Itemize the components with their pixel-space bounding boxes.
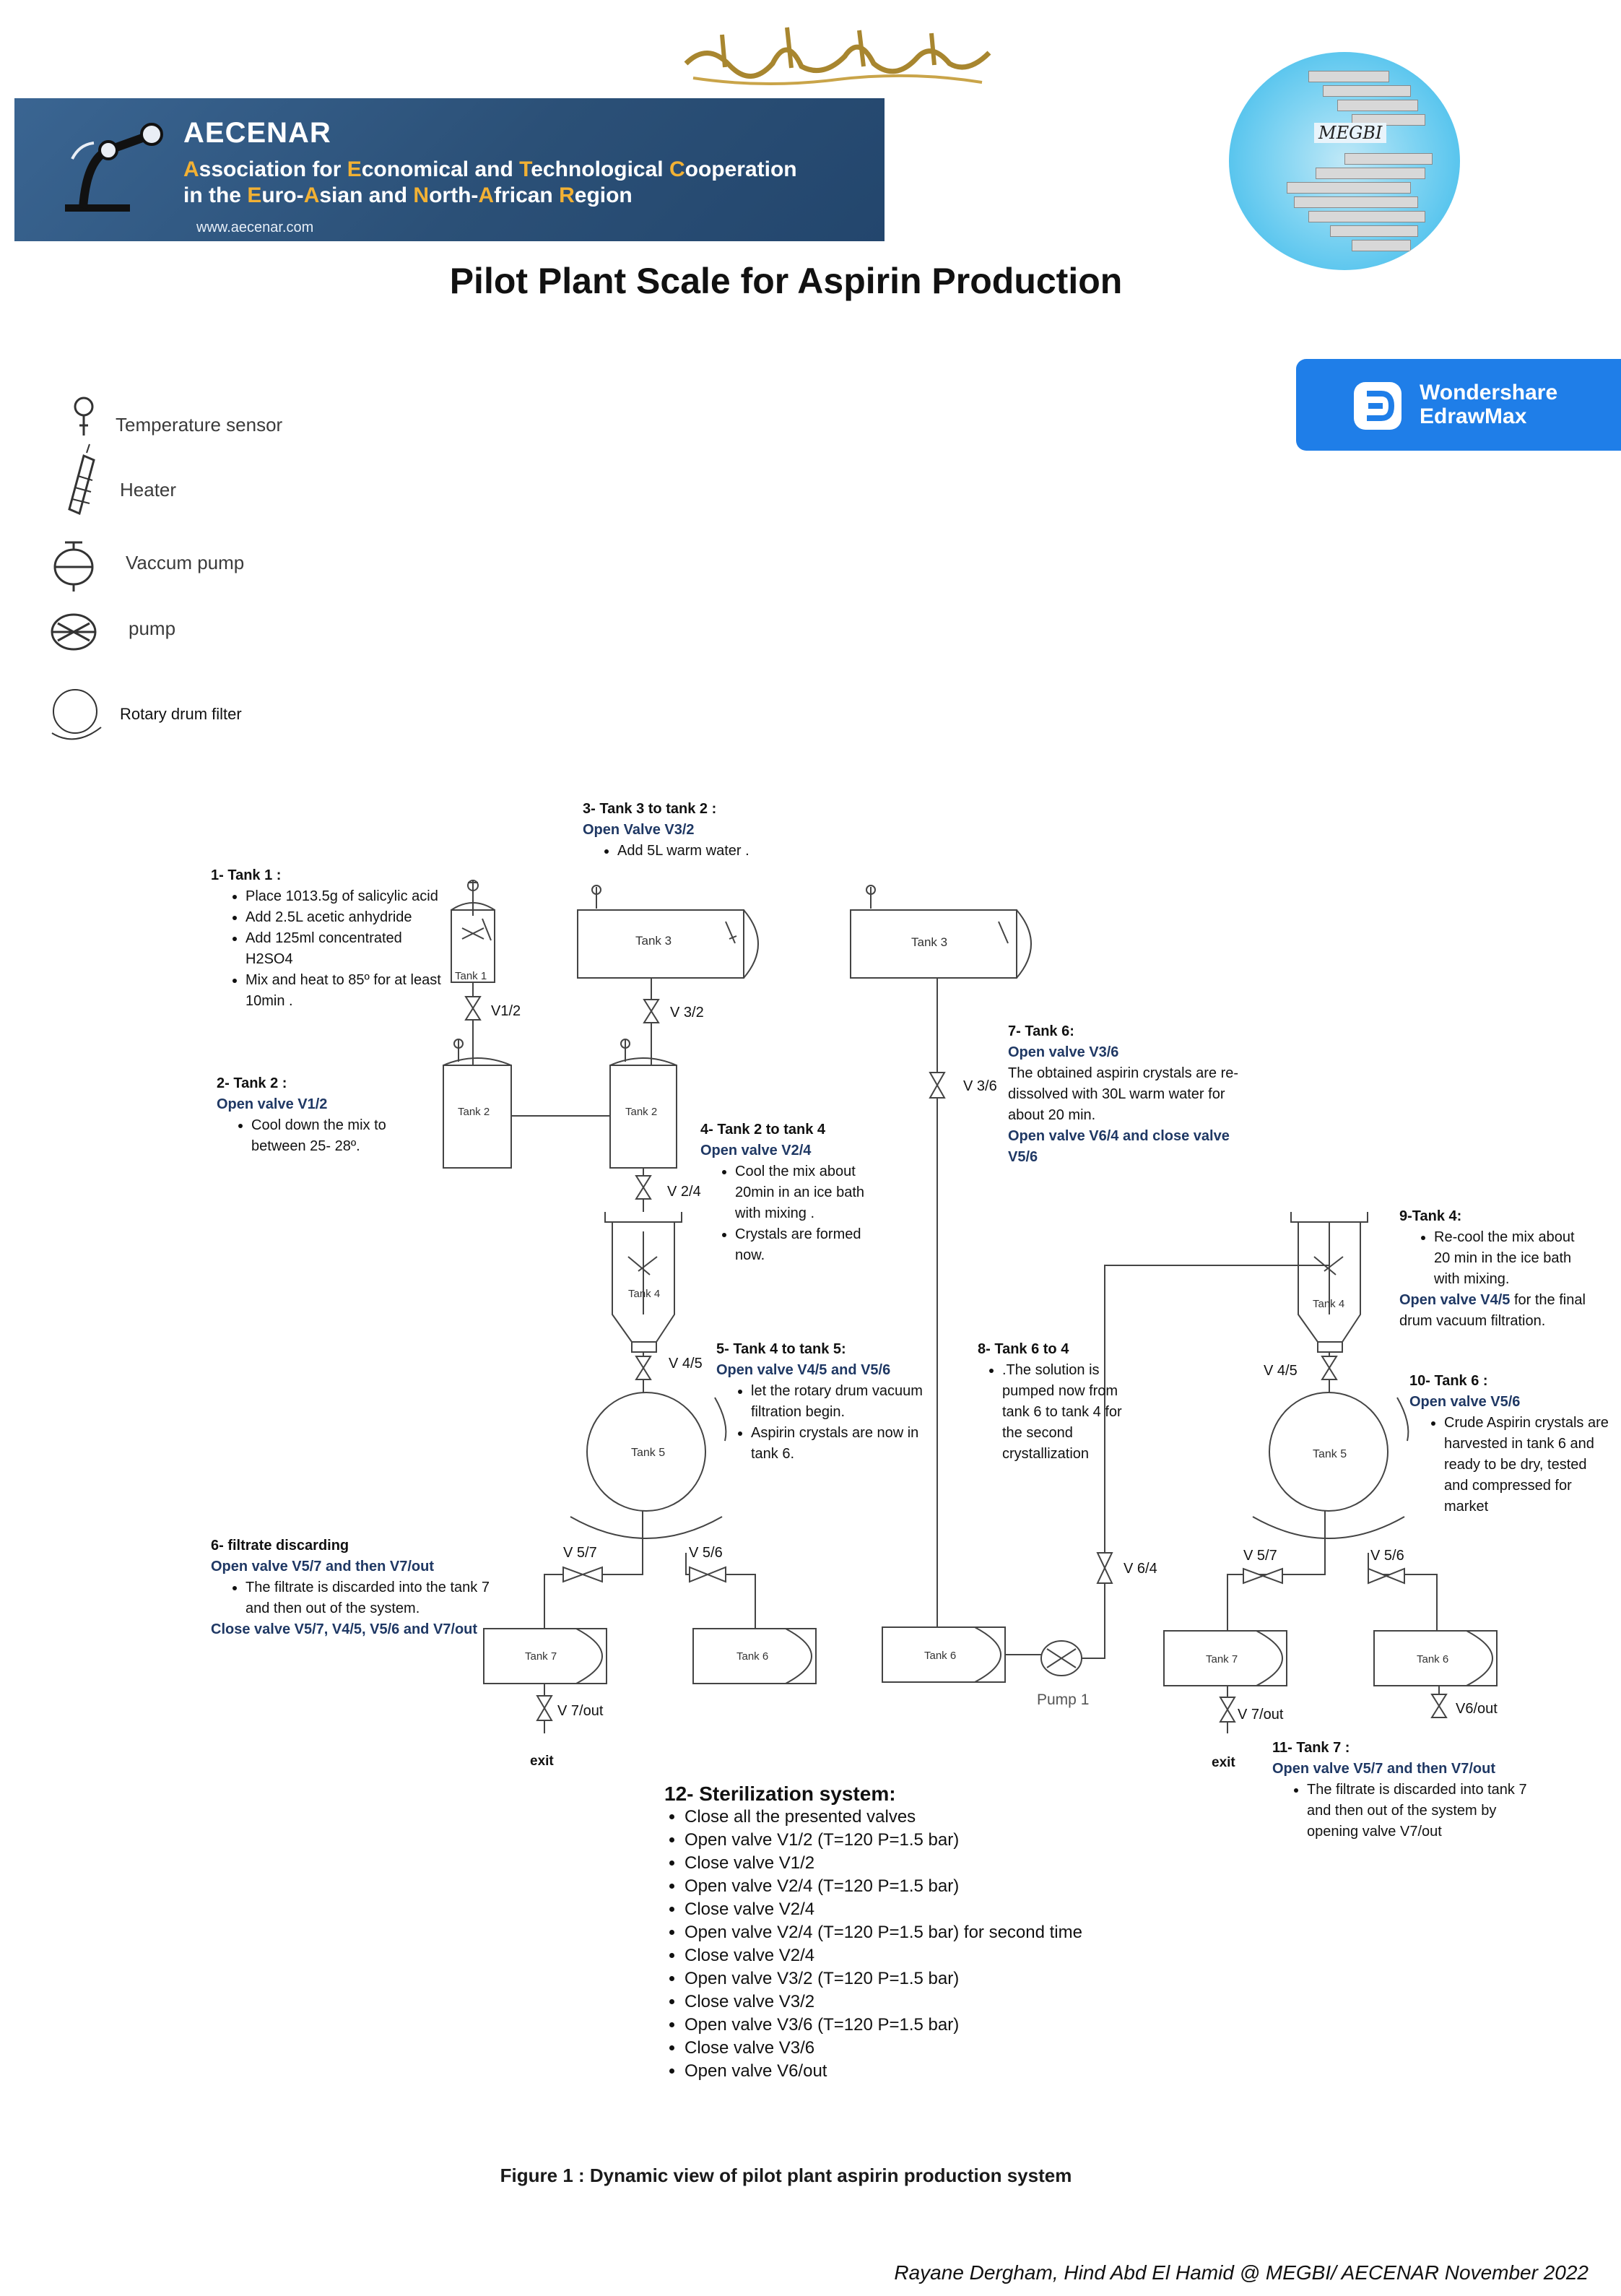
valve-label: V 2/4 bbox=[667, 1184, 701, 1200]
valve-label: V 5/6 bbox=[1370, 1548, 1404, 1564]
valve-v7-out-right-icon[interactable] bbox=[1219, 1697, 1236, 1723]
org-fullname-line2: in the Euro-Asian and North-African Regi… bbox=[183, 183, 633, 207]
process-diagram: Tank 1 Tank 2 Tank 2 Tank 3 Tank 3 Tank … bbox=[443, 880, 1498, 1770]
valve-label: V 3/2 bbox=[670, 1005, 704, 1021]
pump-icon bbox=[51, 613, 97, 651]
valve-v4-5-left-icon[interactable] bbox=[635, 1356, 652, 1380]
valve-v2-4-icon[interactable] bbox=[635, 1175, 652, 1200]
valve-v5-7-left-icon[interactable] bbox=[562, 1566, 603, 1583]
valve-label: V 7/out bbox=[557, 1703, 604, 1719]
legend-label: Heater bbox=[120, 479, 177, 501]
footer-credit: Rayane Dergham, Hind Abd El Hamid @ MEGB… bbox=[894, 2261, 1589, 2284]
valve-v5-6-right-icon[interactable] bbox=[1368, 1567, 1405, 1585]
step-7-annotation: 7- Tank 6: Open valve V3/6 The obtained … bbox=[1008, 1023, 1239, 1165]
valve-v6-4-icon[interactable] bbox=[1096, 1552, 1113, 1584]
valve-label: V 6/4 bbox=[1124, 1561, 1157, 1577]
tank-label: Tank 4 bbox=[1313, 1298, 1344, 1310]
tank-label: Tank 3 bbox=[911, 935, 947, 949]
edrawmax-text: Wondershare EdrawMax bbox=[1420, 381, 1558, 428]
valve-v7-out-left-icon[interactable] bbox=[536, 1695, 553, 1721]
legend-icons bbox=[51, 397, 102, 740]
megbi-logo bbox=[1229, 52, 1460, 270]
step-10-annotation: 10- Tank 6 : Open valve V5/6 Crude Aspir… bbox=[1409, 1371, 1612, 1517]
tank-label: Tank 7 bbox=[525, 1650, 557, 1663]
legend-label: Temperature sensor bbox=[116, 414, 283, 436]
valve-label: V 3/6 bbox=[963, 1078, 997, 1094]
step-1-annotation: 1- Tank 1 : Place 1013.5g of salicylic a… bbox=[211, 865, 449, 1012]
tank-label: Tank 4 bbox=[628, 1288, 660, 1300]
pump-1 bbox=[1040, 1640, 1082, 1676]
tank-5-right bbox=[1252, 1392, 1409, 1539]
tank-5-left bbox=[570, 1392, 727, 1539]
tank-7-right bbox=[1163, 1630, 1287, 1686]
vacuum-pump-icon bbox=[53, 541, 94, 592]
valve-label: V 5/7 bbox=[1243, 1548, 1277, 1564]
exit-label: exit bbox=[530, 1754, 554, 1769]
valve-label: V 7/out bbox=[1238, 1707, 1284, 1723]
valve-label: V6/out bbox=[1456, 1701, 1498, 1717]
org-name: AECENAR bbox=[183, 117, 331, 149]
tank-label: Tank 6 bbox=[924, 1650, 956, 1662]
step-9-annotation: 9-Tank 4: Re-cool the mix about 20 min i… bbox=[1399, 1206, 1587, 1332]
valve-label: V 4/5 bbox=[1264, 1363, 1298, 1379]
exit-label: exit bbox=[1212, 1755, 1235, 1770]
step-8-annotation: 8- Tank 6 to 4 .The solution is pumped n… bbox=[978, 1339, 1122, 1465]
step-11-annotation: 11- Tank 7 : Open valve V5/7 and then V7… bbox=[1272, 1738, 1532, 1842]
edrawmax-logo-icon bbox=[1354, 382, 1401, 430]
rotary-drum-filter-icon bbox=[51, 689, 102, 740]
heater-icon bbox=[68, 443, 95, 516]
calligraphy-image bbox=[684, 27, 991, 86]
tank-label: Tank 2 bbox=[625, 1106, 657, 1118]
valve-v6-out-icon[interactable] bbox=[1430, 1694, 1448, 1718]
tank-3-left bbox=[577, 885, 759, 979]
step-5-annotation: 5- Tank 4 to tank 5: Open valve V4/5 and… bbox=[716, 1339, 926, 1465]
step-4-annotation: 4- Tank 2 to tank 4 Open valve V2/4 Cool… bbox=[700, 1119, 881, 1266]
page-title: Pilot Plant Scale for Aspirin Production bbox=[449, 261, 1123, 301]
valve-v3-2-icon[interactable] bbox=[643, 999, 660, 1023]
valve-label: V 5/6 bbox=[689, 1545, 723, 1561]
sterilization-annotation: 12- Sterilization system: Close all the … bbox=[664, 1782, 1184, 2083]
megbi-label: MEGBI bbox=[1314, 123, 1387, 143]
tank-label: Tank 6 bbox=[736, 1650, 768, 1663]
legend-label: Vaccum pump bbox=[126, 552, 245, 573]
pump-label: Pump 1 bbox=[1037, 1691, 1089, 1708]
tank-1 bbox=[451, 880, 495, 983]
org-fullname-line1: Association for Economical and Technolog… bbox=[183, 157, 797, 181]
tank-6-right bbox=[1373, 1630, 1498, 1686]
valve-v1-2-icon[interactable] bbox=[464, 996, 482, 1021]
aecenar-banner: AECENAR Association for Economical and T… bbox=[14, 98, 885, 241]
step-6-annotation: 6- filtrate discarding Open valve V5/7 a… bbox=[211, 1535, 500, 1640]
org-url[interactable]: www.aecenar.com bbox=[196, 220, 314, 235]
valve-v5-6-left-icon[interactable] bbox=[689, 1566, 726, 1583]
legend-label: pump bbox=[129, 618, 176, 639]
valve-label: V 4/5 bbox=[669, 1356, 703, 1372]
tank-label: Tank 3 bbox=[635, 934, 672, 948]
step-3-annotation: 3- Tank 3 to tank 2 : Open Valve V3/2 Ad… bbox=[583, 799, 770, 862]
tank-label: Tank 5 bbox=[631, 1447, 665, 1459]
tank-3-right bbox=[850, 885, 1032, 979]
figure-caption: Figure 1 : Dynamic view of pilot plant a… bbox=[500, 2165, 1072, 2186]
valve-label: V 5/7 bbox=[563, 1545, 597, 1561]
valve-v3-6-icon[interactable] bbox=[929, 1072, 946, 1099]
bismillah-calligraphy bbox=[679, 13, 996, 103]
robot-arm-logo-icon bbox=[65, 123, 163, 212]
tank-label: Tank 5 bbox=[1313, 1448, 1347, 1460]
tank-2-left bbox=[443, 1039, 512, 1169]
tank-label: Tank 6 bbox=[1417, 1653, 1448, 1665]
tank-4-left bbox=[604, 1212, 682, 1353]
tank-2-right bbox=[609, 1039, 677, 1169]
tank-label: Tank 2 bbox=[458, 1106, 490, 1118]
tank-label: Tank 7 bbox=[1206, 1653, 1238, 1665]
tank-label: Tank 1 bbox=[455, 970, 487, 982]
edrawmax-badge[interactable] bbox=[1296, 359, 1621, 451]
step-2-annotation: 2- Tank 2 : Open valve V1/2 Cool down th… bbox=[217, 1073, 426, 1157]
valve-v5-7-right-icon[interactable] bbox=[1243, 1567, 1283, 1585]
valve-v4-5-right-icon[interactable] bbox=[1321, 1356, 1338, 1380]
valve-label: V1/2 bbox=[491, 1003, 521, 1019]
temperature-sensor-icon bbox=[74, 397, 94, 436]
legend-label: Rotary drum filter bbox=[120, 705, 242, 723]
